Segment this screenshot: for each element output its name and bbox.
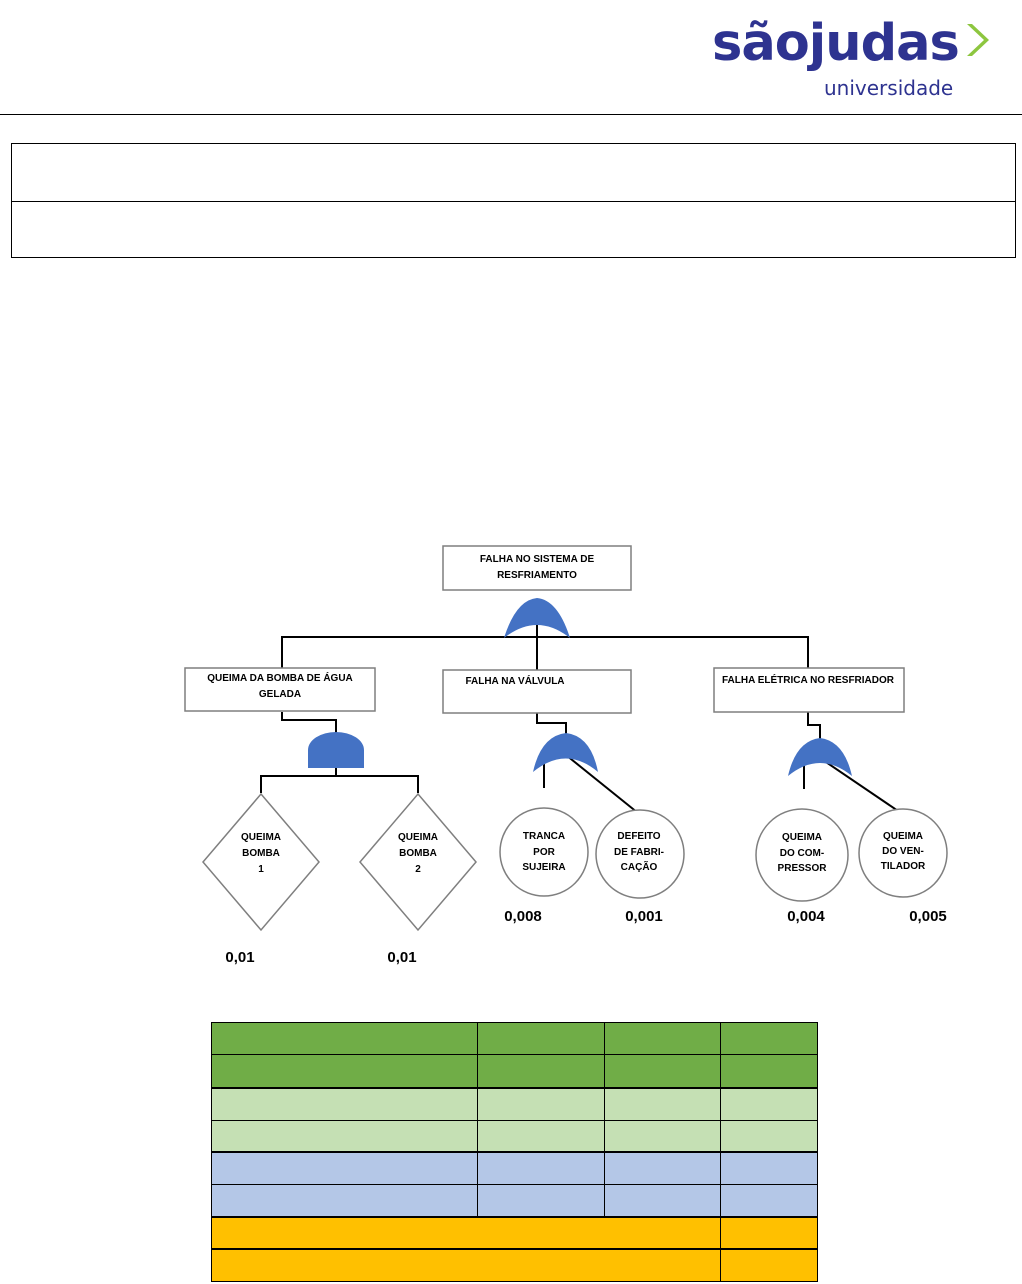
defect-line1: DEFEITO <box>617 831 660 842</box>
table-cell[interactable] <box>211 1022 478 1055</box>
table-row <box>211 1151 818 1186</box>
table-cell[interactable] <box>604 1184 721 1218</box>
table-row <box>211 1248 818 1283</box>
table-cell[interactable] <box>211 1087 478 1121</box>
dirt-line3: SUJEIRA <box>522 862 565 873</box>
dirt-probability: 0,008 <box>504 908 542 925</box>
fan-line2: DO VEN- <box>882 846 924 857</box>
table-cell[interactable] <box>211 1248 721 1283</box>
comp-line1: QUEIMA <box>782 832 822 843</box>
pump1-line1: QUEIMA <box>241 832 281 843</box>
table-row <box>211 1087 818 1121</box>
fan-line1: QUEIMA <box>883 831 923 842</box>
comp-probability: 0,004 <box>787 908 825 925</box>
table-cell[interactable] <box>720 1248 818 1283</box>
valve-failure-line1: FALHA NA VÁLVULA <box>465 674 564 687</box>
table-cell[interactable] <box>477 1119 605 1154</box>
defect-event-circle: DEFEITO DE FABRI- CAÇÃO <box>595 809 685 899</box>
valve-failure-box: FALHA NA VÁLVULA <box>442 669 632 714</box>
logo-sub-text: universidade <box>824 76 954 100</box>
table-cell[interactable] <box>720 1087 818 1121</box>
table-cell[interactable] <box>477 1151 605 1186</box>
table-cell[interactable] <box>720 1151 818 1186</box>
table-cell[interactable] <box>211 1216 721 1251</box>
dirt-line1: TRANCA <box>523 831 565 842</box>
dirt-line2: POR <box>533 847 555 858</box>
table-cell[interactable] <box>604 1053 721 1090</box>
fan-probability: 0,005 <box>909 908 947 925</box>
table-row <box>211 1053 818 1090</box>
table-cell[interactable] <box>720 1216 818 1251</box>
table-row <box>211 1216 818 1251</box>
comp-line3: PRESSOR <box>778 863 828 874</box>
table-cell[interactable] <box>604 1022 721 1055</box>
pump1-line3: 1 <box>258 864 264 875</box>
table-row <box>211 1022 818 1055</box>
pump2-line1: QUEIMA <box>398 832 438 843</box>
electric-failure-box: FALHA ELÉTRICA NO RESFRIADOR <box>713 667 905 713</box>
table-cell[interactable] <box>477 1053 605 1090</box>
pump1-event-diamond: QUEIMA BOMBA 1 <box>202 792 320 932</box>
table-cell[interactable] <box>720 1119 818 1154</box>
pump2-event-diamond: QUEIMA BOMBA 2 <box>359 792 477 932</box>
dirt-event-circle: TRANCA POR SUJEIRA <box>499 807 589 897</box>
page-header: sãojudas universidade <box>0 0 1022 115</box>
student-info-box <box>11 143 1016 258</box>
electric-failure-line1: FALHA ELÉTRICA NO RESFRIADOR <box>722 673 895 686</box>
pump2-line3: 2 <box>415 864 421 875</box>
info-row-2[interactable] <box>12 201 1015 259</box>
table-cell[interactable] <box>720 1053 818 1090</box>
table-cell[interactable] <box>211 1119 478 1154</box>
table-cell[interactable] <box>477 1087 605 1121</box>
chevron-right-icon <box>967 24 989 56</box>
top-event-line1: FALHA NO SISTEMA DE <box>480 554 595 565</box>
compressor-event-circle: QUEIMA DO COM- PRESSOR <box>755 808 849 902</box>
pump-failure-line2: GELADA <box>259 689 301 700</box>
electric-or-gate-icon <box>788 738 852 776</box>
fan-event-circle: QUEIMA DO VEN- TILADOR <box>858 808 948 898</box>
table-cell[interactable] <box>477 1022 605 1055</box>
table-cell[interactable] <box>211 1053 478 1090</box>
logo-brand-text: sãojudas <box>712 14 960 73</box>
top-event-line2: RESFRIAMENTO <box>497 570 577 581</box>
header-divider <box>0 114 1022 115</box>
table-cell[interactable] <box>720 1022 818 1055</box>
table-cell[interactable] <box>604 1087 721 1121</box>
comp-line2: DO COM- <box>780 848 824 859</box>
table-cell[interactable] <box>604 1151 721 1186</box>
table-row <box>211 1119 818 1154</box>
table-cell[interactable] <box>211 1151 478 1186</box>
table-cell[interactable] <box>211 1184 478 1218</box>
valve-or-gate-icon <box>533 733 598 772</box>
connector-lines <box>260 618 905 816</box>
pump1-probability: 0,01 <box>225 949 254 966</box>
probability-table <box>211 1022 818 1283</box>
top-or-gate-icon <box>504 598 570 638</box>
fan-line3: TILADOR <box>881 861 926 872</box>
pump-failure-box: QUEIMA DA BOMBA DE ÁGUA GELADA <box>184 667 376 712</box>
defect-probability: 0,001 <box>625 908 663 925</box>
defect-line2: DE FABRI- <box>614 847 664 858</box>
top-event-box: FALHA NO SISTEMA DE RESFRIAMENTO <box>442 545 632 591</box>
defect-line3: CAÇÃO <box>621 860 658 873</box>
pump-and-gate-icon <box>308 732 364 768</box>
pump-failure-line1: QUEIMA DA BOMBA DE ÁGUA <box>207 671 353 684</box>
university-logo: sãojudas universidade <box>712 18 992 102</box>
fault-tree-diagram: FALHA NO SISTEMA DE RESFRIAMENTO QUEIMA … <box>184 545 948 966</box>
table-row <box>211 1184 818 1218</box>
pump2-probability: 0,01 <box>387 949 416 966</box>
table-cell[interactable] <box>720 1184 818 1218</box>
table-cell[interactable] <box>477 1184 605 1218</box>
pump2-line2: BOMBA <box>399 848 437 859</box>
table-cell[interactable] <box>604 1119 721 1154</box>
pump1-line2: BOMBA <box>242 848 280 859</box>
